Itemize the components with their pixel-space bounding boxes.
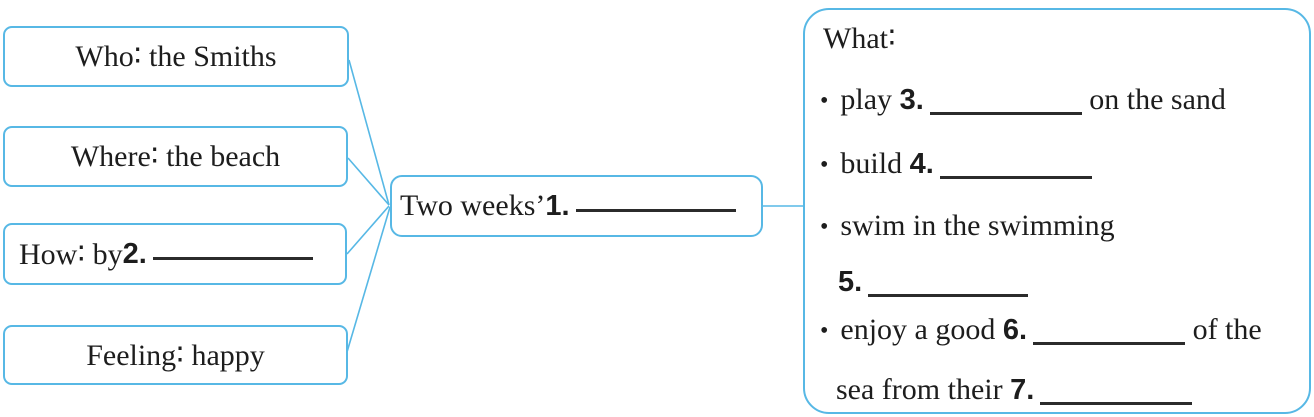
enjoy-blank-line bbox=[1033, 333, 1186, 345]
play-blank-number: 3. bbox=[899, 84, 924, 116]
bullet-icon: • bbox=[820, 318, 829, 344]
swim-blank-line bbox=[868, 285, 1029, 297]
enjoy-blank-number: 6. bbox=[1002, 314, 1028, 346]
sea-blank-line bbox=[1040, 393, 1193, 405]
what-item-swim-blank: 5. bbox=[838, 265, 1029, 299]
center-blank-number: 1. bbox=[545, 189, 570, 222]
who-label: Who∶ the Smiths bbox=[75, 40, 277, 73]
connector-where-center bbox=[347, 157, 390, 206]
what-item-sea: sea from their 7. bbox=[836, 373, 1193, 407]
build-blank-line bbox=[939, 167, 1092, 179]
how-label: How∶ by bbox=[19, 237, 123, 271]
build-label: build bbox=[840, 147, 910, 180]
what-item-play: • play 3. on the sand bbox=[820, 83, 1226, 118]
connector-how-center bbox=[346, 205, 390, 255]
center-label: Two weeks’ bbox=[400, 189, 546, 222]
bullet-icon: • bbox=[820, 214, 829, 240]
what-item-swim: • swim in the swimming bbox=[820, 209, 1115, 244]
where-label: Where∶ the beach bbox=[70, 140, 281, 173]
where-box: Where∶ the beach bbox=[3, 126, 348, 187]
what-item-enjoy: • enjoy a good 6. of the bbox=[820, 313, 1262, 348]
connector-who-center bbox=[348, 59, 390, 206]
enjoy-label: enjoy a good bbox=[840, 313, 1003, 346]
swim-label: swim in the swimming bbox=[840, 209, 1115, 242]
center-box: Two weeks’ 1. bbox=[390, 175, 763, 237]
what-box: What∶ • play 3. on the sand • build 4. • sw… bbox=[803, 8, 1311, 414]
how-blank-number: 2. bbox=[122, 237, 147, 270]
play-label-after: on the sand bbox=[1081, 83, 1226, 116]
play-label: play bbox=[840, 83, 900, 116]
sea-blank-number: 7. bbox=[1010, 374, 1035, 406]
center-blank-line bbox=[575, 200, 736, 212]
feeling-label: Feeling∶ happy bbox=[86, 338, 265, 372]
swim-blank-number: 5. bbox=[838, 266, 863, 298]
what-item-build: • build 4. bbox=[820, 147, 1092, 182]
sea-label: sea from their bbox=[836, 373, 1011, 406]
what-title: What∶ bbox=[823, 22, 896, 56]
connector-feeling-center bbox=[346, 206, 391, 353]
bullet-icon: • bbox=[820, 88, 829, 114]
bullet-icon: • bbox=[820, 152, 829, 178]
build-blank-number: 4. bbox=[909, 148, 934, 180]
feeling-box: Feeling∶ happy bbox=[3, 325, 348, 385]
enjoy-label-after: of the bbox=[1185, 313, 1262, 346]
what-title-label: What∶ bbox=[823, 22, 896, 55]
how-blank-line bbox=[152, 248, 313, 260]
how-box: How∶ by 2. bbox=[3, 223, 347, 285]
who-box: Who∶ the Smiths bbox=[3, 26, 349, 87]
play-blank-line bbox=[929, 103, 1082, 115]
